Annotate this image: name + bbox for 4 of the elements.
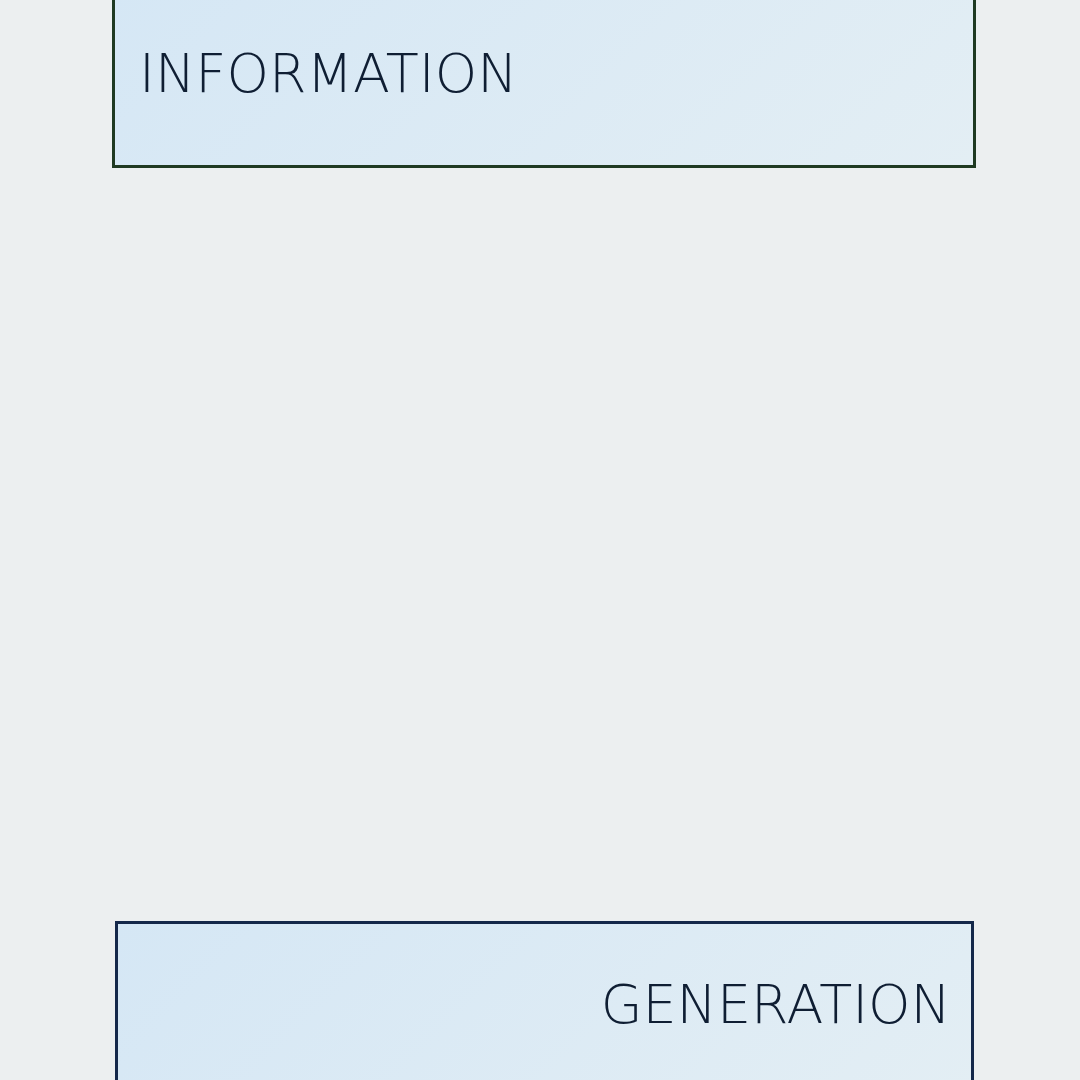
text-box (112, 0, 976, 168)
box-label: GENERATION (600, 978, 951, 1032)
box-label: INFORMATION (139, 47, 518, 101)
text-box (115, 921, 974, 1080)
